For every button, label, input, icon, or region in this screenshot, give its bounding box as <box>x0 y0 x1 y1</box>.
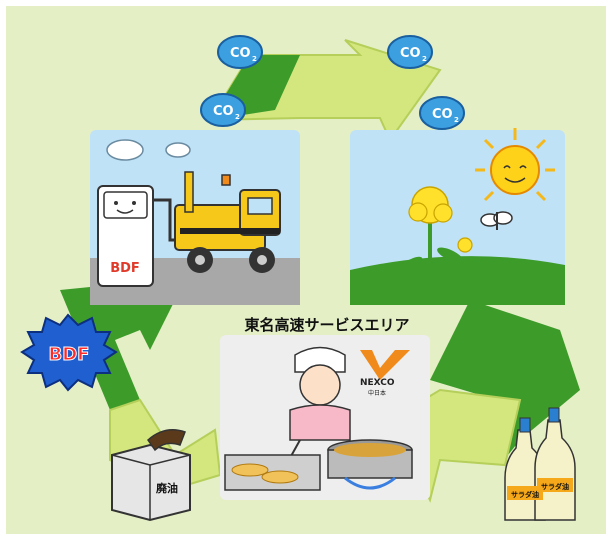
frying-pot <box>327 439 413 490</box>
salad-oil-bottles: サラダ油 サラダ油 <box>504 407 576 521</box>
bdf-fuel-pump <box>97 185 185 287</box>
co2-bubble: CO 2 <box>200 93 246 127</box>
sun-icon <box>475 128 555 202</box>
salad-oil-label-2: サラダ油 <box>541 482 569 491</box>
co2-bubble: CO 2 <box>387 35 433 69</box>
rapeseed-panel <box>350 128 565 305</box>
cloud-icon <box>106 139 191 161</box>
bdf-starburst-badge: BDF <box>20 313 118 392</box>
co2-subscript: 2 <box>454 116 459 124</box>
co2-bubble: CO 2 <box>217 35 263 69</box>
nexco-logo-sub: 中日本 <box>368 389 386 397</box>
nexco-logo-text: NEXCO <box>360 378 395 388</box>
co2-label: CO <box>400 46 421 61</box>
bdf-badge-label: BDF <box>49 344 90 365</box>
co2-label: CO <box>432 107 453 122</box>
co2-label: CO <box>230 46 251 61</box>
tank-bdf-label: BDF <box>110 261 140 276</box>
co2-subscript: 2 <box>422 55 427 63</box>
kitchen-panel: NEXCO 中日本 <box>220 335 430 500</box>
co2-subscript: 2 <box>235 113 240 121</box>
waste-oil-label: 廃油 <box>156 481 178 495</box>
tempura-tray <box>224 454 321 491</box>
salad-oil-label-1: サラダ油 <box>511 490 539 499</box>
nexco-logo: NEXCO 中日本 <box>360 350 410 397</box>
co2-label: CO <box>213 104 234 119</box>
butterfly-icon <box>480 211 513 230</box>
truck-panel <box>90 130 300 305</box>
rapeseed-flower-icon <box>397 186 473 300</box>
tow-truck <box>174 171 281 273</box>
co2-bubble: CO 2 <box>419 96 465 130</box>
chef-figure <box>289 346 351 459</box>
center-title: 東名高速サービスエリア <box>244 316 409 334</box>
co2-subscript: 2 <box>252 55 257 63</box>
waste-oil-can: 廃油 <box>111 429 191 522</box>
